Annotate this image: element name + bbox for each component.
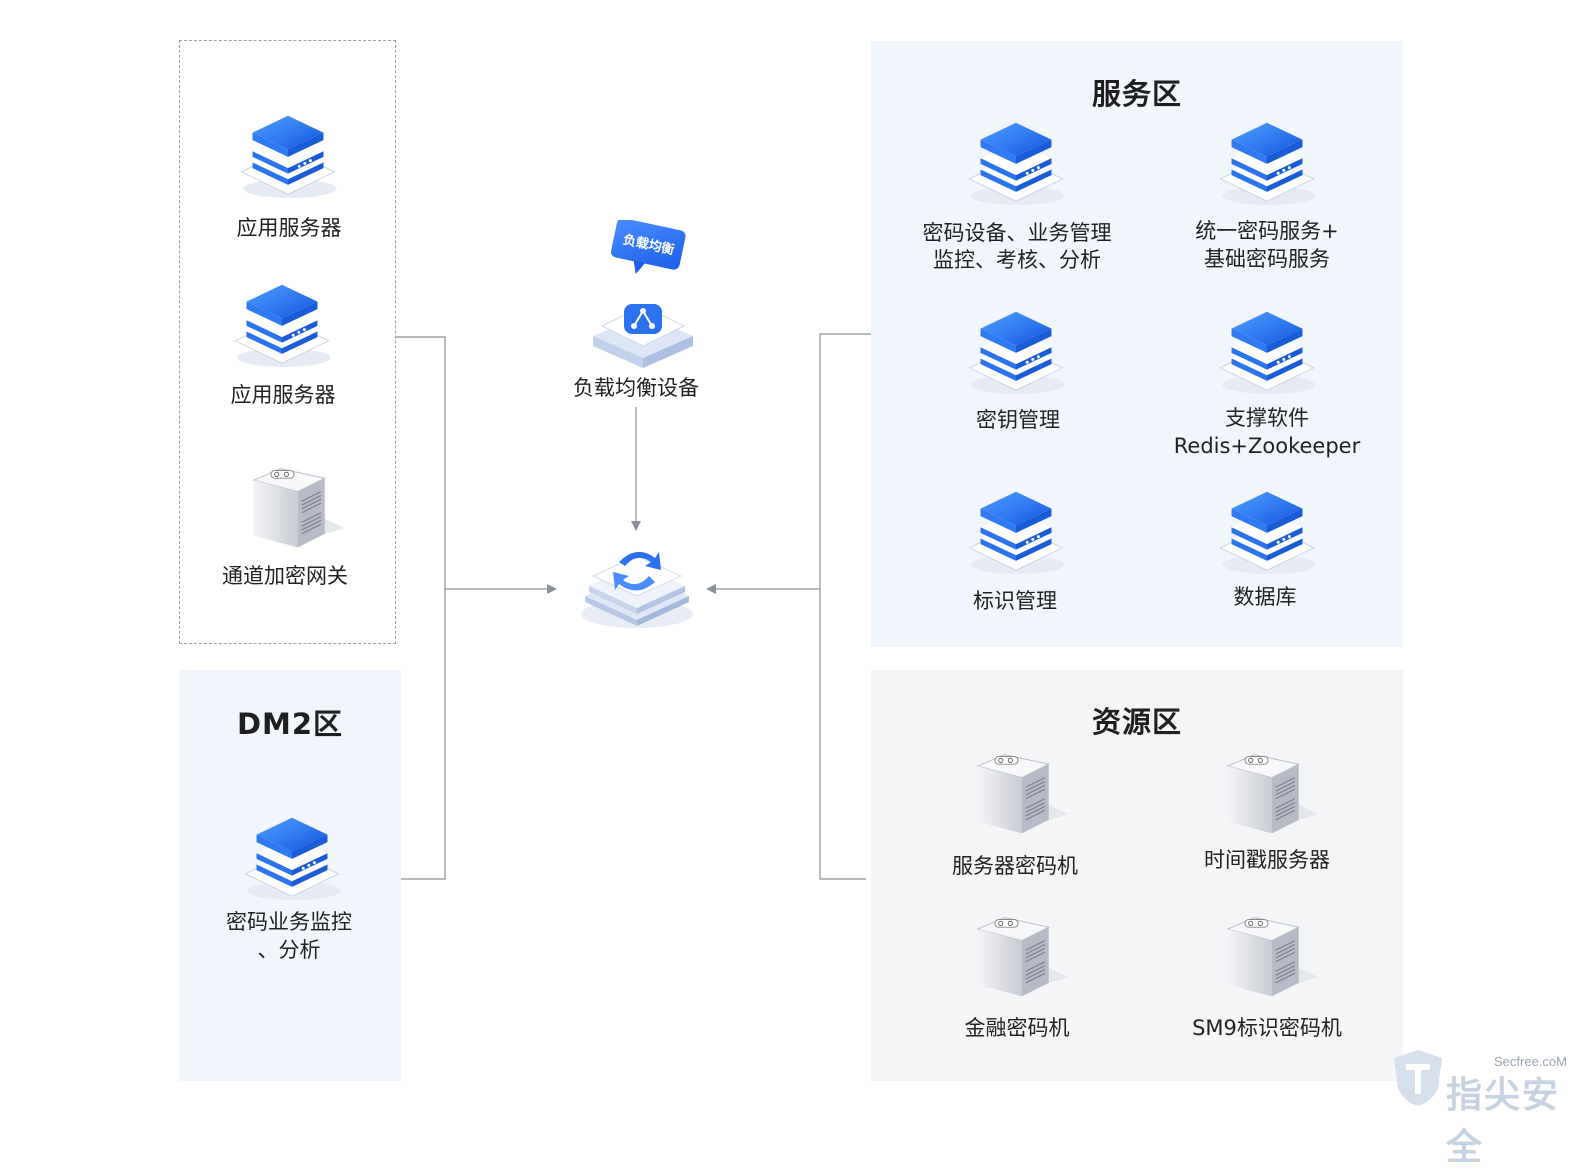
central-hub — [579, 538, 695, 634]
arrow-left-icon — [706, 584, 716, 594]
gateway-label: 通道加密网关 — [222, 564, 348, 588]
arrow-right-icon — [547, 584, 557, 594]
service-zone — [871, 41, 1403, 647]
resource-zone-title: 资源区 — [1091, 705, 1182, 739]
app-server-label-1: 应用服务器 — [236, 216, 342, 240]
service-label-2b: 基础密码服务 — [1204, 247, 1330, 271]
app-server-node-2 — [226, 277, 338, 375]
resource-label-2: 时间戳服务器 — [1204, 848, 1330, 872]
service-label-4a: 支撑软件 — [1225, 406, 1309, 430]
service-label-5: 标识管理 — [973, 589, 1057, 613]
service-label-6: 数据库 — [1233, 585, 1297, 609]
service-node-6 — [1211, 484, 1323, 582]
watermark-brand: 指尖安全 — [1446, 1075, 1561, 1168]
server-stack-icon — [236, 810, 348, 904]
service-node-4 — [1211, 304, 1323, 402]
hardware-crypto-icon — [1210, 908, 1326, 1004]
service-node-3 — [960, 304, 1072, 402]
dm2-zone-title: DM2区 — [236, 707, 344, 741]
resource-label-3: 金融密码机 — [964, 1016, 1070, 1040]
resource-label-4: SM9标识密码机 — [1192, 1016, 1342, 1040]
app-server-node-1 — [232, 108, 344, 206]
service-node-5 — [960, 484, 1072, 582]
app-server-label-2: 应用服务器 — [230, 383, 336, 407]
service-label-1b: 监控、考核、分析 — [933, 248, 1101, 272]
hardware-crypto-icon — [960, 745, 1076, 841]
service-node-1 — [960, 115, 1072, 213]
app-server-group — [179, 40, 396, 644]
load-balancer-label: 负载均衡设备 — [573, 376, 699, 400]
service-label-3: 密钥管理 — [976, 408, 1060, 432]
sync-hub-icon — [581, 551, 693, 628]
resource-node-2 — [1210, 745, 1326, 845]
server-stack-icon — [1211, 304, 1323, 398]
arrow-down-icon — [631, 521, 641, 531]
server-stack-icon — [1211, 115, 1323, 209]
dm2-monitor-label-line1: 密码业务监控 — [226, 910, 352, 934]
server-stack-icon — [232, 108, 344, 202]
resource-label-1: 服务器密码机 — [952, 854, 1078, 878]
connector-lines — [396, 333, 871, 880]
server-stack-icon — [960, 484, 1072, 578]
resource-zone — [871, 670, 1403, 1081]
load-balancer-icon — [593, 304, 693, 368]
hardware-timestamp-icon — [1210, 745, 1326, 841]
watermark-shield-icon — [1392, 1048, 1444, 1108]
load-balancer-node — [588, 296, 698, 376]
hardware-crypto-icon — [960, 908, 1076, 1004]
hardware-gateway-icon — [236, 459, 352, 555]
service-zone-title: 服务区 — [1091, 77, 1182, 111]
service-node-2 — [1211, 115, 1323, 213]
resource-node-3 — [960, 908, 1076, 1008]
load-balancer-badge: 负载均衡 — [608, 218, 688, 288]
resource-node-4 — [1210, 908, 1326, 1008]
server-stack-icon — [1211, 484, 1323, 578]
server-stack-icon — [960, 115, 1072, 209]
dm2-monitor-node — [236, 810, 348, 908]
watermark-site: Secfree.coM — [1494, 1054, 1567, 1069]
server-stack-icon — [960, 304, 1072, 398]
resource-node-1 — [960, 745, 1076, 845]
gateway-node — [236, 459, 352, 559]
server-stack-icon — [226, 277, 338, 371]
service-label-1a: 密码设备、业务管理 — [922, 221, 1112, 245]
service-label-2a: 统一密码服务+ — [1195, 219, 1339, 243]
dm2-monitor-label-line2: 、分析 — [257, 938, 321, 962]
service-label-4b: Redis+Zookeeper — [1173, 434, 1361, 458]
